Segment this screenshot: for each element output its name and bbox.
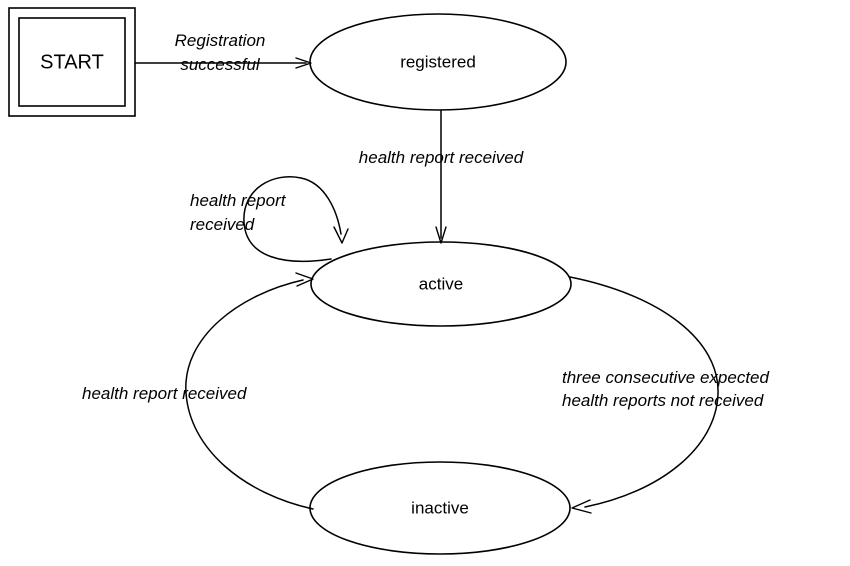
transition-start-to-registered-arrowhead [295,57,312,69]
transition-active-to-inactive-curve [569,276,719,508]
state-inactive[interactable]: inactive [309,461,571,555]
state-inactive-label: inactive [411,498,469,517]
transition-inactive-to-active-arrowhead [295,272,314,287]
state-registered-label: registered [400,52,476,71]
state-registered[interactable]: registered [309,13,567,111]
start-node-inner-border [18,17,126,107]
start-node-outer-border [8,7,136,117]
transition-registered-to-active-label-line1: health report received [359,148,524,167]
transition-active-self-loop-label-line1: health report [190,191,287,210]
transition-registered-to-active-arrowhead [435,226,447,244]
transition-active-to-inactive-label-line2: health reports not received [562,391,764,410]
transition-registered-to-active[interactable]: health report received [359,109,524,244]
state-active-label: active [419,274,463,293]
transition-active-self-loop-label-line2: received [190,215,255,234]
state-active[interactable]: active [310,241,572,327]
transition-start-to-registered[interactable]: Registration successful [134,31,312,74]
transition-inactive-to-active-curve [185,279,314,510]
transition-active-to-inactive[interactable]: three consecutive expected health report… [562,276,770,514]
transition-active-self-loop-arrowhead [333,226,349,244]
transition-inactive-to-active[interactable]: health report received [82,272,314,510]
transition-active-to-inactive-arrowhead [571,499,592,514]
transition-active-to-inactive-label-line1: three consecutive expected [562,368,770,387]
transition-active-self-loop-curve [243,176,342,262]
transition-inactive-to-active-label-line1: health report received [82,384,247,403]
transition-start-to-registered-label-line2: successful [180,55,261,74]
start-node[interactable]: START [8,7,136,117]
start-node-label: START [40,51,104,73]
transition-start-to-registered-label-line1: Registration [175,31,266,50]
transition-active-self-loop[interactable]: health report received [190,176,349,262]
